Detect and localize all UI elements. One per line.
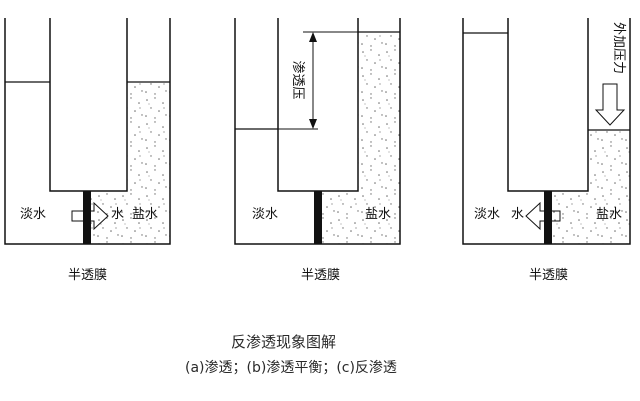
osmotic-pressure-label-b: 渗透压 xyxy=(290,60,305,99)
salt-water-speckle-b xyxy=(358,32,400,244)
arrow-down-icon-b xyxy=(309,119,317,129)
salt-water-label-c: 盐水 xyxy=(596,207,622,222)
salt-water-speckle-b-bottom xyxy=(318,191,358,244)
membrane-c xyxy=(544,191,552,244)
membrane-label-c: 半透膜 xyxy=(529,268,568,283)
caption-title: 反渗透现象图解 xyxy=(231,333,336,351)
arrow-right-icon-a xyxy=(71,201,109,231)
membrane-a xyxy=(83,191,91,244)
salt-water-speckle-c xyxy=(588,130,630,244)
fresh-water-label-a: 淡水 xyxy=(20,207,46,222)
membrane-b xyxy=(314,191,322,244)
separator-a xyxy=(49,18,128,192)
salt-water-label-b: 盐水 xyxy=(365,207,391,222)
water-label-a: 水 xyxy=(111,207,124,222)
arrow-left-icon-c xyxy=(525,201,561,231)
arrow-up-icon-b xyxy=(309,32,317,42)
membrane-label-a: 半透膜 xyxy=(68,268,107,283)
separator-b xyxy=(277,18,359,192)
salt-water-label-a: 盐水 xyxy=(132,207,158,222)
pressure-arrow-down-icon-c xyxy=(594,83,626,126)
membrane-label-b: 半透膜 xyxy=(301,268,340,283)
fresh-water-label-c: 淡水 xyxy=(474,207,500,222)
water-label-c: 水 xyxy=(511,207,524,222)
applied-pressure-label-c: 外加压力 xyxy=(611,22,626,74)
salt-water-speckle-c-bottom xyxy=(548,191,588,244)
salt-water-speckle-a xyxy=(127,82,170,244)
caption-subtitle: (a)渗透；(b)渗透平衡；(c)反渗透 xyxy=(185,360,397,376)
panel-a: 淡水 水 盐水 半透膜 xyxy=(4,18,171,283)
panel-c: 外加压力 淡水 水 盐水 半透膜 xyxy=(462,18,631,283)
fresh-water-label-b: 淡水 xyxy=(252,207,278,222)
panel-b: 渗透压 淡水 盐水 半透膜 xyxy=(234,18,401,283)
separator-c xyxy=(507,18,589,192)
